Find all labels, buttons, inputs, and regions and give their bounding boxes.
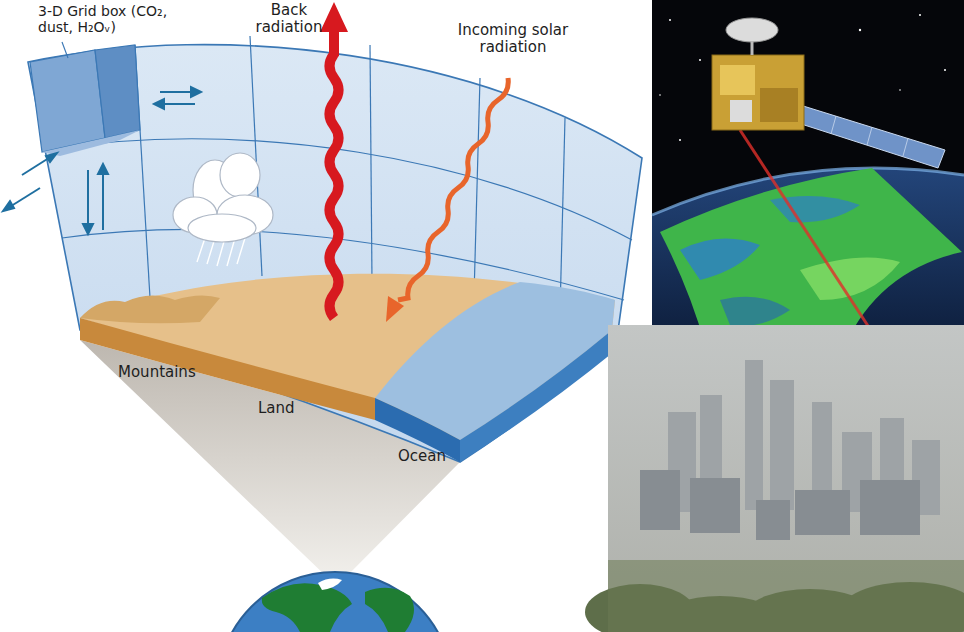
land-label: Land [258, 400, 338, 417]
ocean-label: Ocean [398, 448, 478, 465]
mountains-label: Mountains [118, 364, 228, 381]
back-radiation-label: Back radiation [252, 2, 326, 37]
grid-box-label: 3-D Grid box (CO₂, dust, H₂Oᵥ) [38, 3, 188, 35]
solar-radiation-label: Incoming solar radiation [438, 22, 588, 57]
